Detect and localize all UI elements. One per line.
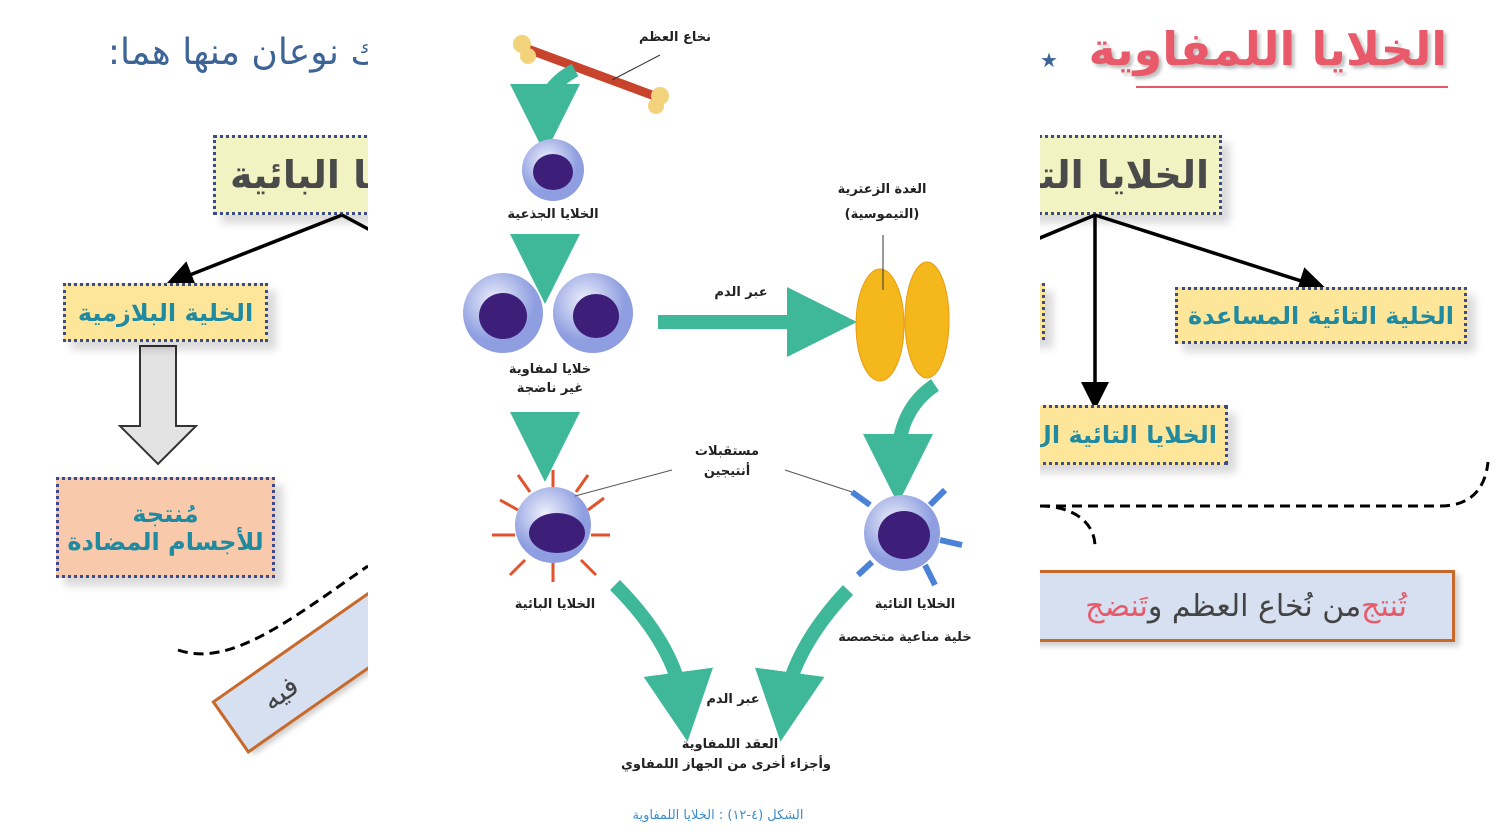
rotated-note-text: فيه [255,668,305,717]
label-thymus-1: الغدة الزعترية [837,182,927,197]
origin-box: تُنتج من نُخاع العظم و تَنضج [1040,570,1455,642]
dashed-connector [177,564,368,656]
label-t-desc: خلية مناعية متخصصة [838,630,972,645]
label-immature-1: خلايا لمفاوية [508,362,592,377]
label-bone-marrow: نخاع العظم [638,30,712,45]
origin-mature: تَنضج [1085,588,1148,624]
connectors [117,213,368,656]
label-thymus-2: (التيموسية) [844,207,920,222]
label-receptors-1: مستقبلات [694,444,760,459]
label-t-cells: الخلايا التائية [874,597,956,612]
t-cells-sub-box: الخلايا التائية ال [1040,405,1228,465]
bone-icon [513,35,669,114]
partial-box [1040,283,1045,340]
title-underline [1136,86,1448,88]
figure-caption: الشكل (٤-١٢) : الخلايا اللمفاوية [632,808,804,823]
right-connectors [1040,213,1490,548]
origin-produced: تُنتج [1361,588,1407,624]
label-receptors-2: أنتيجين [703,464,751,479]
star-bullet-icon: ★ [1040,48,1058,72]
left-slide-panel: ك نوعان منها هما: الخلايا البائية الخلية… [0,0,368,840]
label-via-blood-1: عبر الدم [714,285,768,300]
label-via-blood-2: عبر الدم [706,692,760,707]
immature-cells-icon [463,273,633,353]
flow-arrows [510,63,940,742]
subtitle: ك نوعان منها هما: [107,32,368,73]
dashed-brace [1040,461,1490,548]
antibody-producer-box: مُنتجة للأجسام المضادة [56,477,275,578]
label-stem-cells: الخلايا الجذعية [507,207,599,222]
block-arrow-down [117,345,199,466]
label-b-cells: الخلايا البائية [514,597,596,612]
helper-t-cell-box: الخلية التائية المساعدة [1175,287,1467,344]
arrow-to-plasma [165,213,343,288]
plasma-cell-box: الخلية البلازمية [63,283,268,342]
right-slide-panel: الخلايا اللمفاوية ★ الخلايا التا الخلية … [1040,0,1500,840]
origin-middle: من نُخاع العظم و [1147,588,1362,624]
b-cells-box: الخلايا البائية [213,135,368,215]
label-nodes-1: العقد اللمفاوية [681,737,779,752]
label-nodes-2: وأجزاء أخرى من الجهاز اللمفاوي [620,757,832,772]
thymus-icon [855,235,950,382]
b-cell-icon [492,469,673,582]
antibody-line2: للأجسام المضادة [67,527,264,556]
label-immature-2: غير ناضجة [516,381,584,396]
t-cell-icon [784,469,963,587]
antibody-line1: مُنتجة [132,499,199,528]
t-cells-box: الخلايا التا [1040,135,1222,215]
stem-cell-icon [522,139,584,201]
lymphocyte-diagram [463,35,963,742]
slide-title: الخلايا اللمفاوية [1088,22,1447,76]
